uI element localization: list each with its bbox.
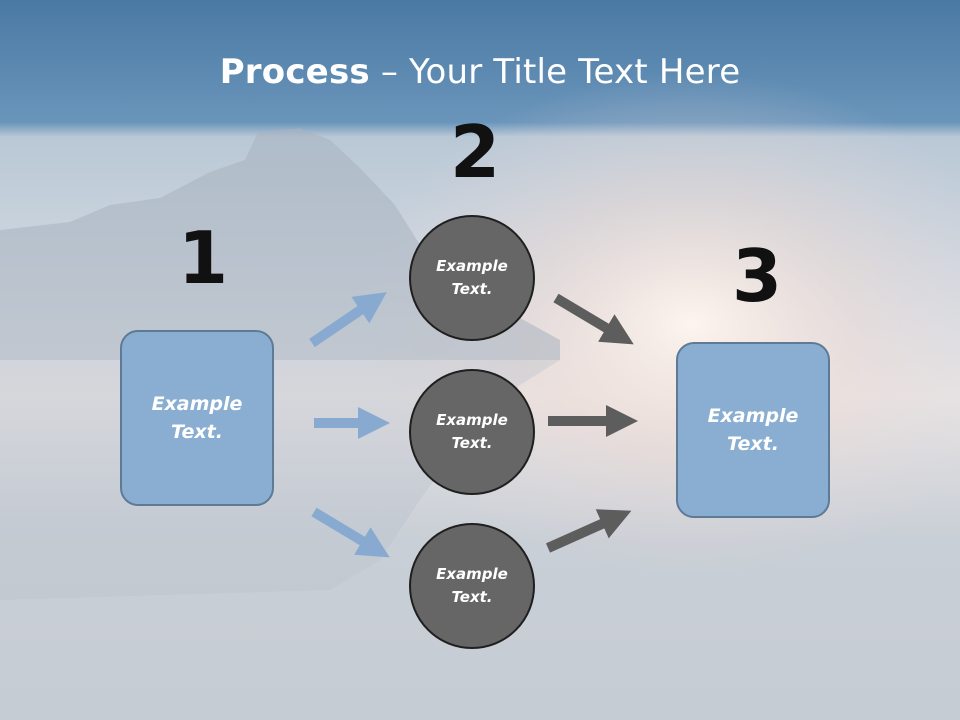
title-rest-part: – Your Title Text Here: [369, 52, 741, 92]
top-circle-text: Example Text.: [436, 257, 508, 298]
left-process-box: Example Text.: [120, 330, 274, 506]
middle-circle: Example Text.: [409, 369, 535, 495]
left-box-text: Example Text.: [151, 393, 243, 443]
title-bold-part: Process: [219, 52, 370, 92]
step-number-2: 2: [450, 110, 501, 194]
step-number-3: 3: [732, 234, 783, 318]
middle-circle-text: Example Text.: [436, 411, 508, 452]
right-process-box: Example Text.: [676, 342, 830, 518]
slide-title: Process – Your Title Text Here: [0, 52, 960, 92]
bottom-circle-text: Example Text.: [436, 565, 508, 606]
top-circle: Example Text.: [409, 215, 535, 341]
bottom-circle: Example Text.: [409, 523, 535, 649]
step-number-1: 1: [178, 216, 229, 300]
right-box-text: Example Text.: [707, 405, 799, 455]
